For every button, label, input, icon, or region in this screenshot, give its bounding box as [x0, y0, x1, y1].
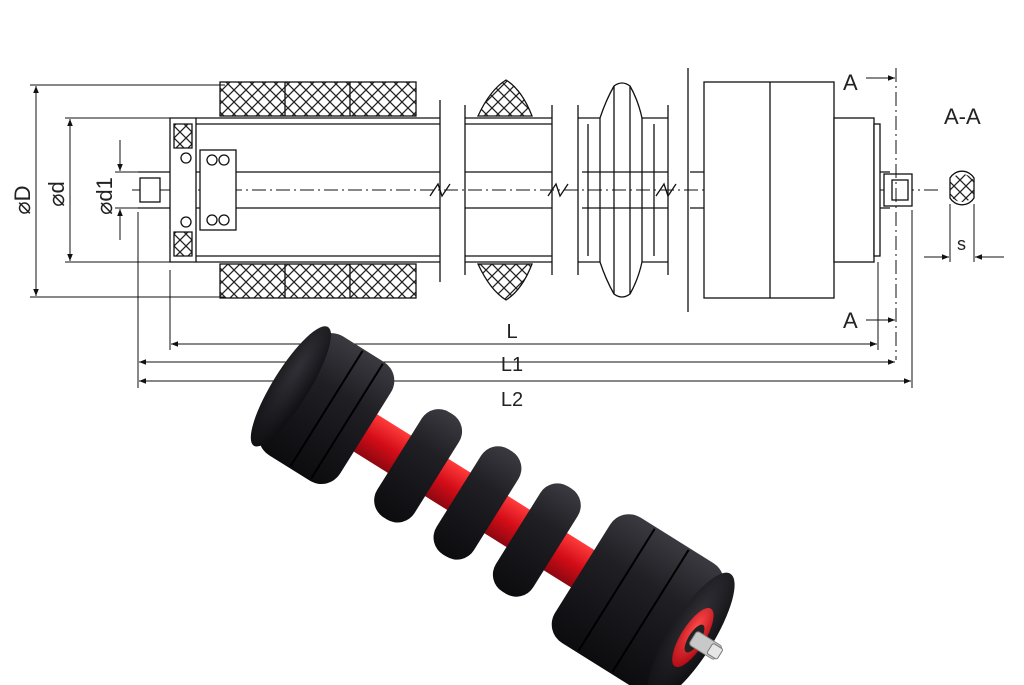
product-photo	[250, 326, 735, 685]
section-line-A	[866, 68, 897, 360]
dim-label-L: L	[506, 321, 517, 343]
impact-disc-section	[464, 79, 553, 301]
bearing-housing	[169, 117, 237, 263]
technical-drawing: ⌀D ⌀d ⌀d1	[10, 68, 1004, 411]
disc-side-view	[577, 82, 669, 298]
dim-label-D: ⌀D	[10, 185, 35, 214]
end-roller-body	[687, 68, 881, 312]
dim-label-L1: L1	[501, 354, 523, 376]
diameter-dimension-lines	[33, 86, 123, 296]
dim-label-L2: L2	[501, 389, 523, 411]
right-end-rings	[551, 514, 735, 685]
rubber-rings-left	[219, 81, 417, 299]
section-title: A-A	[944, 104, 981, 129]
dim-label-d1: ⌀d1	[92, 177, 117, 215]
length-dimension-lines	[137, 210, 913, 388]
dim-label-d: ⌀d	[44, 181, 69, 206]
section-mark-top: A	[843, 70, 858, 95]
dim-label-s: s	[957, 234, 966, 254]
middle-discs	[374, 409, 581, 597]
diameter-extension-lines	[30, 84, 225, 298]
section-mark-bottom: A	[843, 308, 858, 333]
left-impact-rings	[250, 326, 395, 485]
shaft	[138, 171, 913, 209]
section-view-shaft-flats	[924, 170, 1004, 262]
